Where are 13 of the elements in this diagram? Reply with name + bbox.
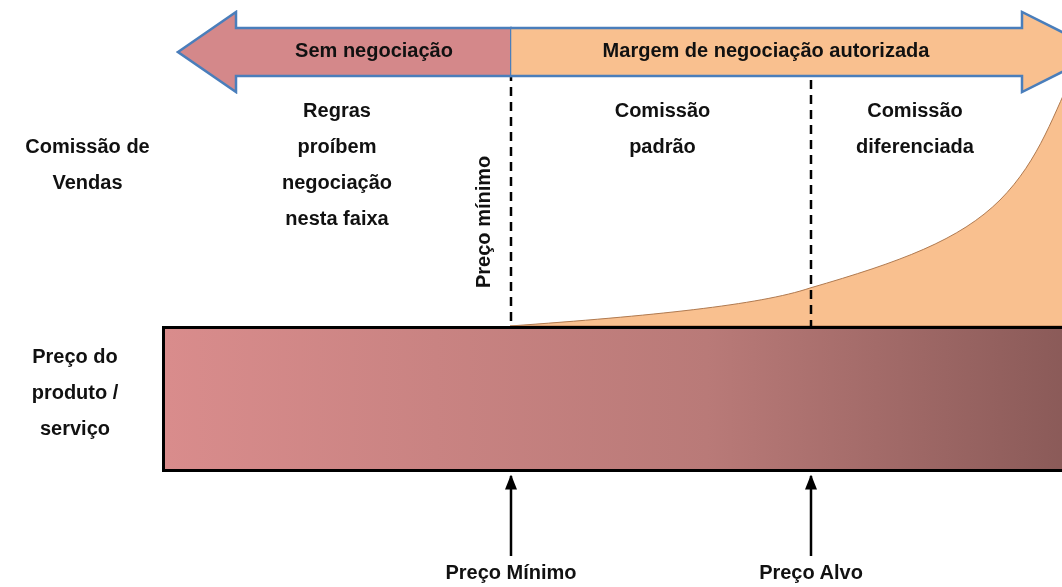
arrow xyxy=(505,474,517,556)
band-label: Sem negociação xyxy=(294,38,454,63)
row-label: Comissão de Vendas xyxy=(24,134,151,195)
band-label: Margem de negociação autorizada xyxy=(601,38,931,63)
note-text: Regras proíbem negociação nesta faixa xyxy=(280,98,393,231)
price-bar xyxy=(162,326,1062,472)
row-label: Preço do produto / serviço xyxy=(30,344,120,441)
zone-label: Comissão diferenciada xyxy=(855,98,975,159)
arrow xyxy=(805,474,817,556)
price-label: Preço Alvo xyxy=(711,558,911,587)
zone-label: Comissão padrão xyxy=(613,98,712,159)
price-label: Preço Mínimo xyxy=(411,558,611,587)
vertical-label: Preço mínimo xyxy=(471,155,495,288)
